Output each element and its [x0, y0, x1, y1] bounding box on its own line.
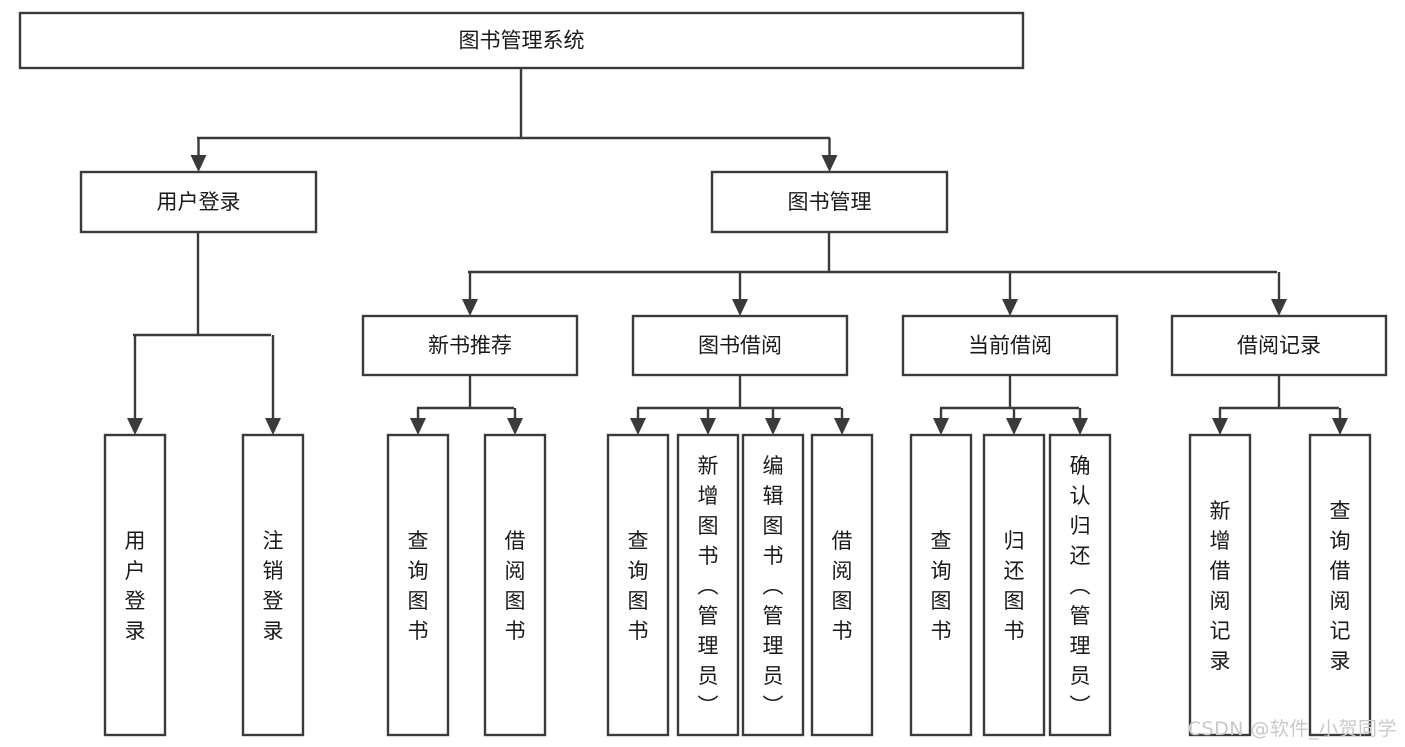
arrow-head-icon — [1271, 299, 1287, 316]
leaf-node[interactable]: 用户登录 — [103, 433, 167, 737]
node-label: 图书管理 — [788, 190, 872, 214]
node-level3[interactable]: 当前借阅 — [901, 314, 1119, 377]
arrow-head-icon — [700, 418, 716, 435]
leaf-node[interactable]: 借阅图书 — [810, 433, 874, 737]
node-box — [810, 433, 874, 737]
node-box — [361, 314, 579, 377]
arrow-head-icon — [410, 418, 426, 435]
arrow-head-icon — [462, 299, 478, 316]
arrow-head-icon — [507, 418, 523, 435]
leaf-node[interactable]: 新增借阅记录 — [1188, 433, 1252, 737]
node-level2[interactable]: 图书管理 — [710, 170, 949, 234]
arrow-head-icon — [265, 418, 281, 435]
node-box — [241, 433, 305, 737]
arrow-head-icon — [834, 418, 850, 435]
node-root[interactable]: 图书管理系统 — [18, 11, 1025, 70]
leaf-node[interactable]: 新增图书︵管理员︶ — [676, 433, 740, 737]
node-box — [982, 433, 1046, 737]
arrow-head-icon — [1006, 418, 1022, 435]
leaf-label: 新增借阅记录 — [1210, 499, 1231, 673]
leaf-label: 查询借阅记录 — [1330, 499, 1351, 673]
arrow-head-icon — [933, 418, 949, 435]
leaf-node[interactable]: 查询图书 — [909, 433, 973, 737]
leaf-label: 查询图书 — [408, 529, 429, 643]
arrow-head-icon — [732, 299, 748, 316]
node-box — [606, 433, 670, 737]
leaf-node[interactable]: 查询图书 — [606, 433, 670, 737]
nodes-layer: 用户登录图书管理新书推荐图书借阅当前借阅借阅记录图书管理系统用户登录注销登录查询… — [18, 11, 1388, 737]
edges-layer — [127, 68, 1348, 435]
node-box — [631, 314, 849, 377]
node-box — [741, 433, 805, 737]
node-box — [676, 433, 740, 737]
arrow-head-icon — [1332, 418, 1348, 435]
leaf-label: 借阅图书 — [832, 529, 853, 643]
node-box — [1188, 433, 1252, 737]
node-box — [386, 433, 450, 737]
arrow-head-icon — [190, 155, 207, 172]
node-box — [901, 314, 1119, 377]
node-box — [1048, 433, 1112, 737]
arrow-head-icon — [765, 418, 781, 435]
node-label: 用户登录 — [157, 190, 241, 214]
leaf-node[interactable]: 查询借阅记录 — [1308, 433, 1372, 737]
leaf-label: 查询图书 — [628, 529, 649, 643]
arrow-head-icon — [821, 155, 838, 172]
node-level3[interactable]: 借阅记录 — [1170, 314, 1388, 377]
arrow-head-icon — [1212, 418, 1228, 435]
node-box — [1308, 433, 1372, 737]
node-label: 新书推荐 — [428, 334, 512, 358]
node-label: 借阅记录 — [1237, 334, 1321, 358]
arrow-head-icon — [1072, 418, 1088, 435]
leaf-node[interactable]: 借阅图书 — [483, 433, 547, 737]
leaf-node[interactable]: 编辑图书︵管理员︶ — [741, 433, 805, 737]
node-label: 当前借阅 — [968, 334, 1052, 358]
leaf-label: 确认归还︵管理员︶ — [1070, 454, 1091, 718]
node-box — [483, 433, 547, 737]
arrow-head-icon — [127, 418, 143, 435]
leaf-node[interactable]: 确认归还︵管理员︶ — [1048, 433, 1112, 737]
leaf-label: 编辑图书︵管理员︶ — [763, 454, 784, 718]
arrow-head-icon — [630, 418, 646, 435]
leaf-label: 新增图书︵管理员︶ — [698, 454, 719, 718]
leaf-label: 用户登录 — [125, 529, 146, 643]
leaf-node[interactable]: 查询图书 — [386, 433, 450, 737]
leaf-label: 借阅图书 — [505, 529, 526, 643]
node-box — [710, 170, 949, 234]
node-level3[interactable]: 图书借阅 — [631, 314, 849, 377]
node-box — [18, 11, 1025, 70]
leaf-label: 归还图书 — [1004, 529, 1025, 643]
node-box — [909, 433, 973, 737]
node-level3[interactable]: 新书推荐 — [361, 314, 579, 377]
leaf-label: 查询图书 — [931, 529, 952, 643]
node-box — [79, 170, 318, 234]
node-box — [1170, 314, 1388, 377]
node-label: 图书管理系统 — [459, 29, 585, 53]
node-box — [103, 433, 167, 737]
arrow-head-icon — [1002, 299, 1018, 316]
leaf-label: 注销登录 — [263, 529, 284, 643]
node-level2[interactable]: 用户登录 — [79, 170, 318, 234]
node-label: 图书借阅 — [698, 334, 782, 358]
leaf-node[interactable]: 注销登录 — [241, 433, 305, 737]
leaf-node[interactable]: 归还图书 — [982, 433, 1046, 737]
